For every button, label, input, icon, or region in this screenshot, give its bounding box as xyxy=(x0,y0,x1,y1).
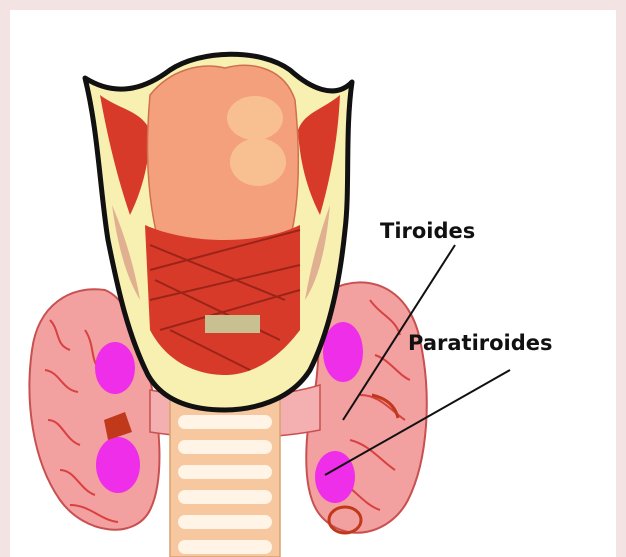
trachea xyxy=(170,395,280,557)
parathyroid-left-lower xyxy=(96,437,140,493)
label-paratiroides: Paratiroides xyxy=(408,331,553,355)
parathyroid-left-upper xyxy=(95,342,135,394)
parathyroid-right-upper xyxy=(323,322,363,382)
parathyroid-right-lower xyxy=(315,451,355,503)
label-tiroides: Tiroides xyxy=(380,219,475,243)
